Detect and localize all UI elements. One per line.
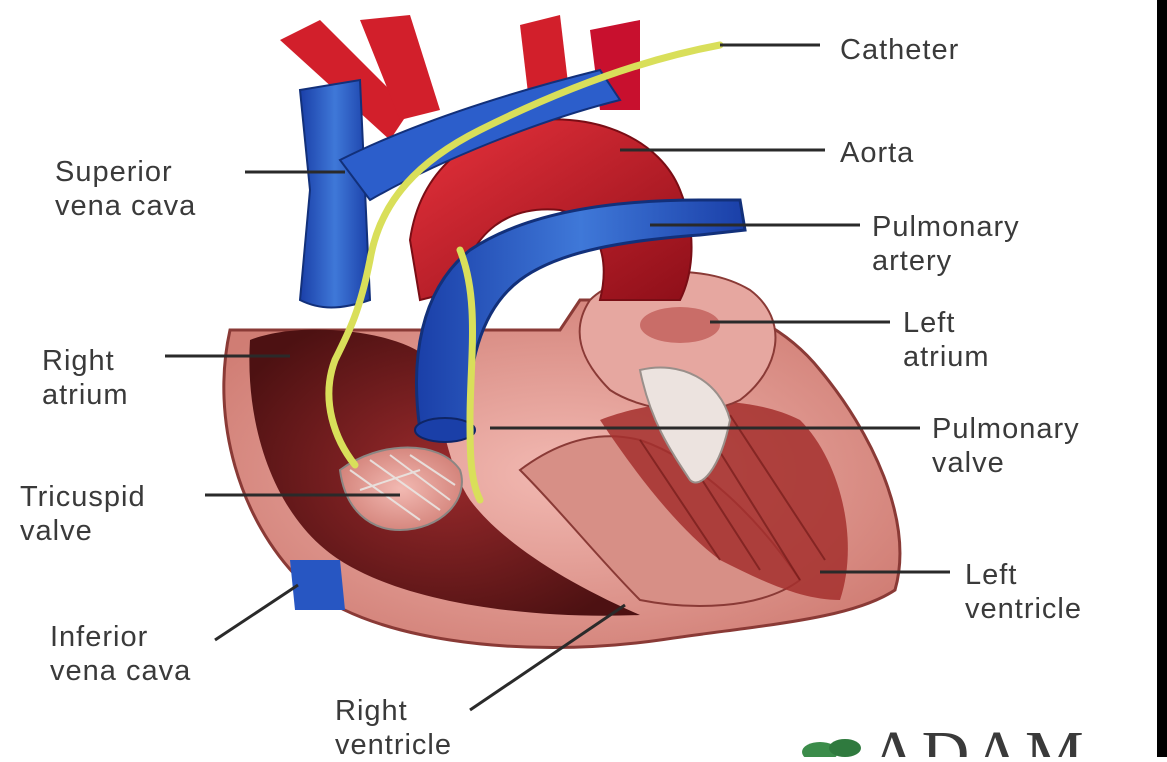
label-left-ventricle-1: Left — [965, 558, 1017, 592]
label-left-ventricle-2: ventricle — [965, 592, 1082, 626]
label-inferior-vena-cava-1: Inferior — [50, 620, 148, 654]
label-pulmonary-valve-2: valve — [932, 446, 1005, 480]
leader-inferior-vena-cava — [215, 585, 298, 640]
label-pulmonary-valve-1: Pulmonary — [932, 412, 1080, 446]
adam-logo-text: ADAM — [870, 722, 1088, 757]
right-edge-bar — [1157, 0, 1167, 757]
label-superior-vena-cava-1: Superior — [55, 155, 173, 189]
label-catheter: Catheter — [840, 33, 959, 67]
label-inferior-vena-cava-2: vena cava — [50, 654, 191, 688]
label-pulmonary-artery-2: artery — [872, 244, 952, 278]
pulmonary-valve-ring — [415, 418, 475, 442]
label-superior-vena-cava-2: vena cava — [55, 189, 196, 223]
inferior-vena-cava-vessel — [290, 560, 345, 610]
label-right-atrium-1: Right — [42, 344, 115, 378]
label-pulmonary-artery-1: Pulmonary — [872, 210, 1020, 244]
label-right-atrium-2: atrium — [42, 378, 129, 412]
label-tricuspid-valve-1: Tricuspid — [20, 480, 146, 514]
adam-logo: ADAM — [800, 716, 1160, 757]
left-atrium-opening — [640, 307, 720, 343]
leaf-logo-icon — [800, 724, 870, 757]
label-aorta: Aorta — [840, 136, 914, 170]
superior-vena-cava-vessel — [300, 80, 370, 308]
label-left-atrium-1: Left — [903, 306, 955, 340]
label-right-ventricle-1: Right — [335, 694, 408, 728]
label-tricuspid-valve-2: valve — [20, 514, 93, 548]
label-left-atrium-2: atrium — [903, 340, 990, 374]
